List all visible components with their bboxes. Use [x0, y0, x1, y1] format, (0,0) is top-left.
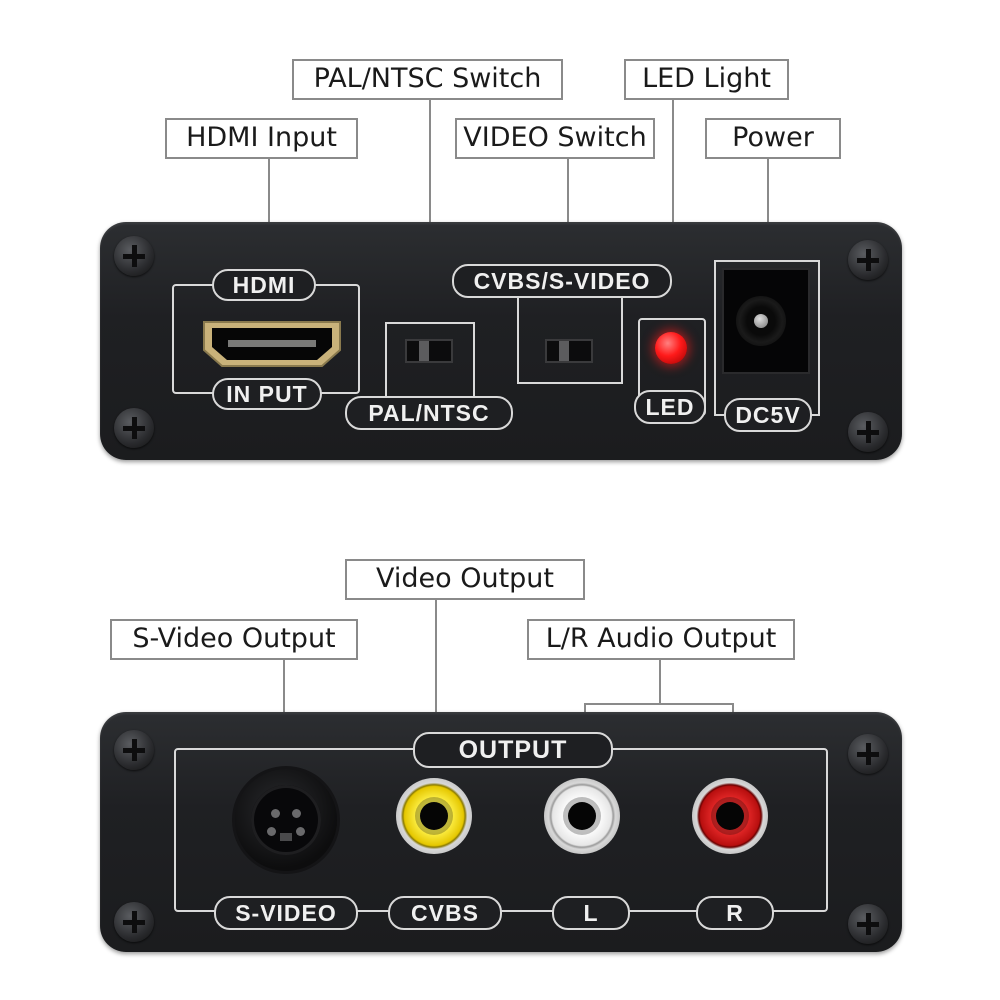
callout-hdmi-input: HDMI Input	[165, 118, 358, 159]
hdmi-label: HDMI	[212, 269, 316, 301]
leader-line-video-output	[435, 600, 437, 805]
output-label: OUTPUT	[413, 732, 613, 768]
svideo-port[interactable]	[232, 766, 340, 874]
cvbs-svideo-label: CVBS/S-VIDEO	[452, 264, 672, 298]
input-label: IN PUT	[212, 378, 322, 410]
led-indicator	[655, 332, 687, 364]
cvbs-label: CVBS	[388, 896, 502, 930]
callout-lr-audio-output: L/R Audio Output	[527, 619, 795, 660]
leader-line-audio-split	[584, 703, 734, 705]
front-panel: HDMI IN PUT PAL/NTSC CVBS/S-VIDEO LED DC…	[100, 222, 902, 460]
dc-power-jack[interactable]	[736, 296, 786, 346]
screw-icon	[114, 902, 154, 942]
back-panel: OUTPUT S-VIDEO CVBS L R	[100, 712, 902, 952]
screw-icon	[848, 904, 888, 944]
callout-pal-ntsc-switch: PAL/NTSC Switch	[292, 59, 563, 100]
dc-label: DC5V	[724, 398, 812, 432]
svideo-label: S-VIDEO	[214, 896, 358, 930]
audio-right-rca-port[interactable]	[692, 778, 768, 854]
callout-power: Power	[705, 118, 841, 159]
audio-left-rca-port[interactable]	[544, 778, 620, 854]
cvbs-rca-port[interactable]	[396, 778, 472, 854]
pal-ntsc-label: PAL/NTSC	[345, 396, 513, 430]
callout-svideo-output: S-Video Output	[110, 619, 358, 660]
audio-right-label: R	[696, 896, 774, 930]
hdmi-port[interactable]	[198, 318, 346, 370]
callout-video-switch: VIDEO Switch	[455, 118, 655, 159]
leader-line-audio	[659, 660, 661, 704]
video-mode-switch[interactable]	[545, 339, 593, 363]
callout-video-output: Video Output	[345, 559, 585, 600]
screw-icon	[114, 730, 154, 770]
led-label: LED	[634, 390, 706, 424]
screw-icon	[114, 408, 154, 448]
screw-icon	[114, 236, 154, 276]
screw-icon	[848, 734, 888, 774]
pal-ntsc-switch[interactable]	[405, 339, 453, 363]
leader-line-led	[672, 100, 674, 330]
screw-icon	[848, 412, 888, 452]
callout-led-light: LED Light	[624, 59, 789, 100]
screw-icon	[848, 240, 888, 280]
audio-left-label: L	[552, 896, 630, 930]
